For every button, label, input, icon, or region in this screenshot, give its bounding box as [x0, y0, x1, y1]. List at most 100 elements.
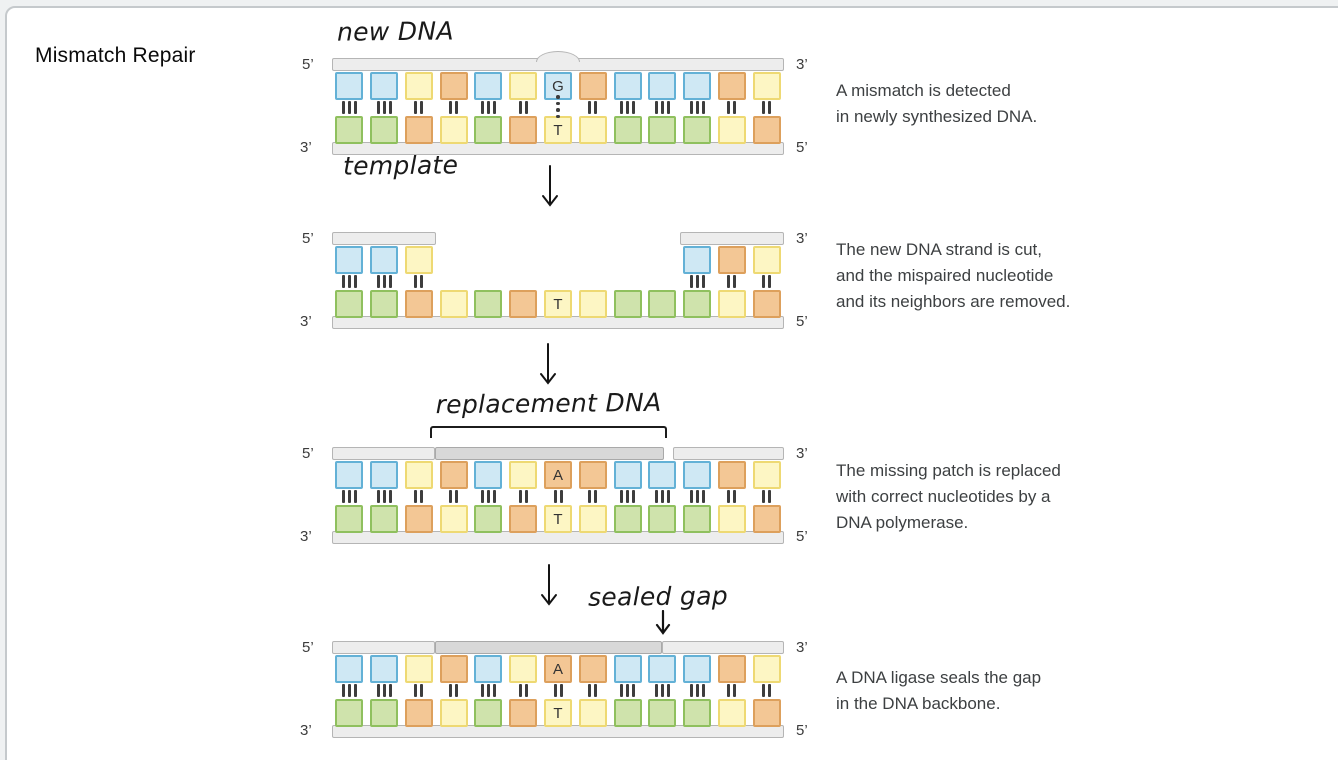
nucleotide-green	[613, 699, 642, 727]
nucleotide-orange	[752, 116, 781, 144]
nucleotide-green	[683, 290, 712, 318]
hydrogen-bonds-2	[518, 684, 528, 697]
nucleotide-yellow	[578, 290, 607, 318]
backbone-segment-dark	[434, 447, 665, 460]
nucleotide-blue	[335, 461, 364, 489]
nucleotide-green	[648, 116, 677, 144]
hydrogen-bonds-2	[588, 101, 598, 114]
nucleotide-orange	[578, 72, 607, 100]
nucleotide-yellow	[578, 699, 607, 727]
nucleotide-yellow	[578, 505, 607, 533]
nucleotide-blue	[613, 655, 642, 683]
nucleotide-orange	[509, 699, 538, 727]
nucleotide-orange	[717, 461, 746, 489]
nucleotide-green	[335, 116, 364, 144]
nucleotide-green	[613, 505, 642, 533]
nucleotide-green	[335, 505, 364, 533]
hydrogen-bonds-3	[620, 101, 636, 114]
strand-end-label: 5’	[302, 230, 314, 247]
nucleotide-blue	[648, 461, 677, 489]
nucleotide-yellow	[509, 655, 538, 683]
nucleotide-yellow	[578, 116, 607, 144]
nucleotide-green	[474, 505, 503, 533]
nucleotide-orange	[578, 461, 607, 489]
nucleotide-yellow	[404, 72, 433, 100]
backbone-segment-light	[679, 232, 784, 245]
nucleotide-yellow-T: T	[544, 290, 572, 318]
nucleotide-blue	[474, 72, 503, 100]
nucleotide-blue	[613, 461, 642, 489]
nucleotide-green	[648, 505, 677, 533]
hydrogen-bonds-3	[689, 101, 705, 114]
nucleotide-orange-A: A	[544, 461, 572, 489]
nucleotide-blue	[683, 461, 712, 489]
hydrogen-bonds-3	[376, 101, 392, 114]
nucleotide-blue	[335, 72, 364, 100]
nucleotide-blue	[335, 655, 364, 683]
nucleotide-blue	[648, 655, 677, 683]
nucleotide-orange	[717, 246, 746, 274]
replacement-bracket	[430, 426, 667, 438]
hydrogen-bonds-2	[727, 275, 737, 288]
hydrogen-bonds-2	[414, 684, 424, 697]
hydrogen-bonds-2	[414, 275, 424, 288]
nucleotide-yellow-T: T	[544, 116, 572, 144]
nucleotide-yellow	[717, 699, 746, 727]
strand-end-label: 3’	[796, 230, 808, 247]
strand-end-label: 3’	[300, 139, 312, 156]
hydrogen-bonds-3	[341, 684, 357, 697]
nucleotide-yellow	[752, 461, 781, 489]
strand-end-label: 5’	[796, 722, 808, 739]
nucleotide-yellow	[404, 655, 433, 683]
nucleotide-green	[474, 290, 503, 318]
strand-end-label: 3’	[796, 56, 808, 73]
hydrogen-bonds-2	[553, 490, 563, 503]
nucleotide-yellow-T: T	[544, 505, 572, 533]
strand-end-label: 3’	[300, 528, 312, 545]
hydrogen-bonds-3	[654, 101, 670, 114]
nucleotide-yellow	[752, 246, 781, 274]
nucleotide-yellow	[752, 655, 781, 683]
nucleotide-green	[370, 116, 399, 144]
nucleotide-orange	[404, 699, 433, 727]
hydrogen-bonds-2	[553, 684, 563, 697]
strand-end-label: 5’	[302, 56, 314, 73]
nucleotide-yellow	[439, 290, 468, 318]
page-title: Mismatch Repair	[35, 44, 196, 67]
nucleotide-green	[648, 290, 677, 318]
backbone-segment-dark	[434, 641, 663, 654]
caption-step-4: A DNA ligase seals the gap in the DNA ba…	[836, 668, 1042, 713]
nucleotide-blue	[683, 655, 712, 683]
nucleotide-blue	[335, 246, 364, 274]
nucleotide-orange	[578, 655, 607, 683]
hydrogen-bonds-2	[727, 684, 737, 697]
nucleotide-blue	[683, 72, 712, 100]
label-new-dna: new DNA	[336, 16, 454, 47]
strand-end-label: 5’	[302, 445, 314, 462]
nucleotide-green	[613, 116, 642, 144]
hydrogen-bonds-3	[376, 684, 392, 697]
backbone-segment-light	[662, 641, 784, 654]
backbone-segment-light	[332, 447, 435, 460]
hydrogen-bonds-2	[762, 275, 772, 288]
nucleotide-blue	[370, 655, 399, 683]
nucleotide-green	[683, 699, 712, 727]
hydrogen-bonds-3	[341, 490, 357, 503]
hydrogen-bonds-3	[480, 684, 496, 697]
hydrogen-bonds-3	[654, 490, 670, 503]
strand-end-label: 5’	[796, 139, 808, 156]
strand-end-label: 3’	[300, 313, 312, 330]
nucleotide-green	[474, 116, 503, 144]
nucleotide-green	[370, 290, 399, 318]
nucleotide-blue	[370, 246, 399, 274]
hydrogen-bonds-3	[376, 275, 392, 288]
strand-end-label: 3’	[300, 722, 312, 739]
nucleotide-yellow	[509, 461, 538, 489]
hydrogen-bonds-2	[518, 101, 528, 114]
nucleotide-orange	[717, 655, 746, 683]
